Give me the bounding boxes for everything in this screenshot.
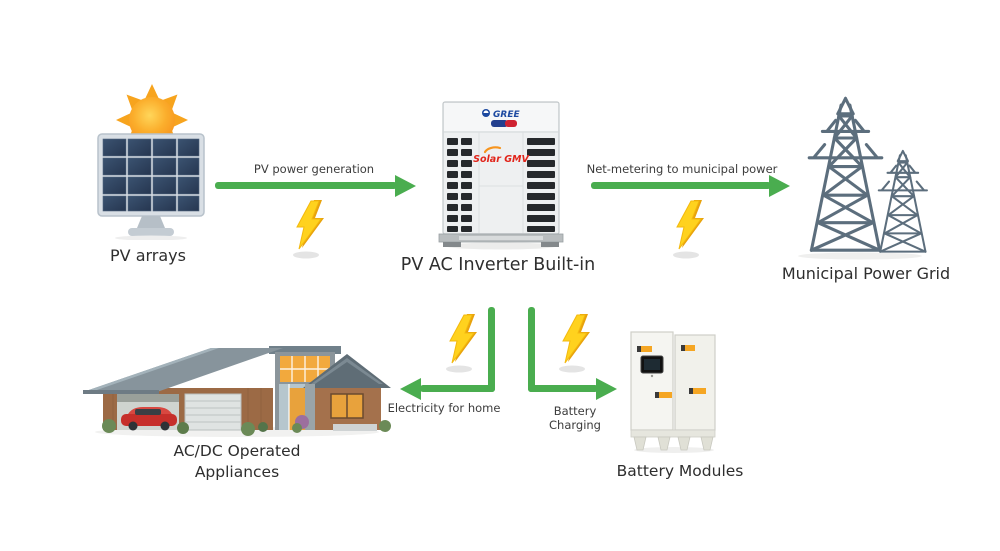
battery-charging-flow-label: Battery Charging xyxy=(549,404,601,432)
large-tower xyxy=(807,96,884,252)
battery-modules-icon xyxy=(630,331,716,453)
svg-text:Solar GMV: Solar GMV xyxy=(473,154,529,165)
electricity-home-flow-label: Electricity for home xyxy=(387,401,501,415)
appliances-label: AC/DC Operated Appliances xyxy=(173,442,301,481)
solar-panel-sun-icon xyxy=(97,84,205,240)
battery-display-screen xyxy=(640,355,664,378)
inverter-label: PV AC Inverter Built-in xyxy=(400,255,596,275)
municipal-grid-label: Municipal Power Grid xyxy=(781,264,951,283)
svg-text:GREE: GREE xyxy=(493,110,520,120)
lightning-bolt-icon xyxy=(293,200,324,259)
small-tower xyxy=(877,149,928,253)
inverter-unit-icon: GREE xyxy=(438,101,564,250)
bushes xyxy=(102,415,391,436)
pv-generation-flow-label: PV power generation xyxy=(253,162,375,176)
lightning-bolt-icon xyxy=(559,314,590,373)
solar-gmv-logo: Solar GMV xyxy=(473,146,529,165)
house-icon xyxy=(83,346,391,437)
lightning-bolt-icon xyxy=(446,314,477,373)
left-vent-grid xyxy=(447,138,472,232)
pv-arrays-label: PV arrays xyxy=(110,246,186,265)
solar-panel xyxy=(97,133,205,240)
right-vent-slats xyxy=(527,138,555,232)
battery-modules-label: Battery Modules xyxy=(616,462,744,480)
lightning-bolt-icon xyxy=(673,200,704,259)
red-car xyxy=(121,407,177,431)
net-metering-flow-label: Net-metering to municipal power xyxy=(586,162,778,176)
gree-logo: GREE xyxy=(482,109,520,127)
transmission-towers-icon xyxy=(798,96,928,260)
